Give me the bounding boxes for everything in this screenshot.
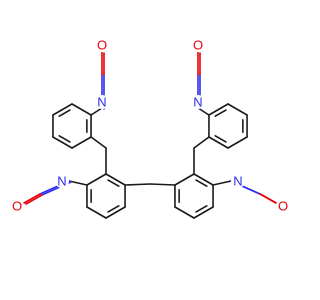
ring-top-right-bond xyxy=(208,136,229,149)
atom-n-top-left: N xyxy=(95,95,109,110)
nco-top-left-ring-n xyxy=(90,107,103,116)
atom-o-top-right: O xyxy=(191,38,205,53)
ring-bottom-left-bond xyxy=(105,206,126,219)
methylene-bridge xyxy=(124,183,151,186)
molecule-structure: N O N O N O N O xyxy=(10,38,290,219)
ring-top-left-double-bond xyxy=(58,134,71,143)
ring-top-right-double-bond xyxy=(214,134,227,143)
ring-top-left-double-bond xyxy=(58,109,71,118)
nco-mid-left-c-o-double xyxy=(25,194,43,205)
ring-bottom-right-bond xyxy=(174,173,195,186)
methylene-link-right xyxy=(193,136,210,149)
atom-label-n: N xyxy=(193,95,202,110)
ring-top-left-bond xyxy=(52,136,73,149)
ring-bottom-left-double-bond xyxy=(107,179,120,188)
methylene-link-left xyxy=(90,136,107,149)
atom-o-top-left: O xyxy=(95,38,109,53)
ring-bottom-right-bond xyxy=(193,173,214,186)
atom-n-mid-left: N xyxy=(55,174,69,189)
ring-top-right-bond xyxy=(208,103,229,116)
atom-labels: N O N O N O N O xyxy=(10,38,290,214)
atom-label-n: N xyxy=(57,174,66,189)
ring-top-right-double-bond xyxy=(214,109,227,118)
ring-bottom-right-double-bond xyxy=(195,204,208,213)
atom-label-o: O xyxy=(278,199,288,214)
ring-bottom-left-bond xyxy=(105,173,126,186)
bonds xyxy=(23,51,279,219)
atom-n-mid-right: N xyxy=(231,174,245,189)
nco-mid-left-ring-n xyxy=(68,180,88,186)
atom-label-o: O xyxy=(193,38,203,53)
atom-label-o: O xyxy=(12,199,22,214)
nco-mid-left-c-o xyxy=(23,193,41,204)
atom-n-top-right: N xyxy=(191,95,205,110)
ring-bottom-left-double-bond xyxy=(107,204,120,213)
ring-top-left-bond xyxy=(52,103,73,116)
ring-bottom-left-bond xyxy=(86,206,107,219)
methylene-bridge xyxy=(149,183,176,186)
ring-top-left-bond xyxy=(71,103,92,116)
atom-label-n: N xyxy=(97,95,106,110)
nco-mid-right-ring-n xyxy=(212,180,232,186)
ring-top-right-bond xyxy=(227,136,248,149)
atom-label-o: O xyxy=(97,38,107,53)
atom-o-mid-right: O xyxy=(276,199,290,214)
nco-mid-right-c-o-double xyxy=(261,194,279,205)
ring-bottom-right-double-bond xyxy=(195,179,208,188)
ring-bottom-right-bond xyxy=(174,206,195,219)
ring-top-left-bond xyxy=(71,136,92,149)
ring-bottom-right-bond xyxy=(193,206,214,219)
ring-top-right-bond xyxy=(227,103,248,116)
atom-o-mid-left: O xyxy=(10,199,24,214)
ring-bottom-left-bond xyxy=(86,173,107,186)
atom-label-n: N xyxy=(233,174,242,189)
